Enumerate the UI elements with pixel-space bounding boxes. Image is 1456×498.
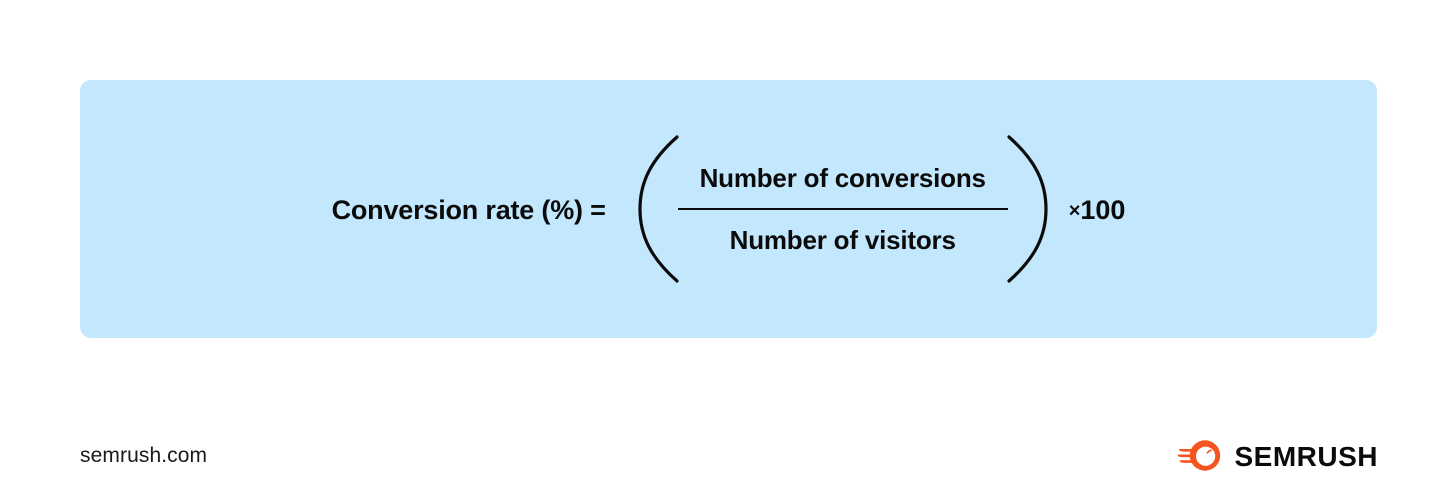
formula-left-hand-side: Conversion rate (%) =: [331, 194, 606, 225]
close-paren-icon: [1007, 135, 1048, 283]
fraction-denominator: Number of visitors: [729, 225, 956, 255]
semrush-wordmark: SEMRUSH: [1234, 440, 1378, 472]
formula-panel: Conversion rate (%) = Number of conversi…: [80, 80, 1377, 338]
fraction-bar: [677, 208, 1008, 210]
open-paren-icon: [638, 135, 679, 283]
formula-multiplier: ×100: [1068, 194, 1126, 225]
multiplication-sign: ×: [1068, 199, 1081, 222]
formula-expression: Conversion rate (%) = Number of conversi…: [80, 80, 1377, 338]
multiplier-value: 100: [1080, 194, 1126, 225]
parenthesised-fraction: Number of conversions Number of visitors: [634, 134, 1052, 284]
semrush-logo: SEMRUSH: [1178, 440, 1378, 471]
semrush-comet-icon: [1178, 440, 1221, 471]
fraction: Number of conversions Number of visitors: [677, 163, 1008, 255]
source-domain-label: semrush.com: [80, 444, 208, 467]
fraction-numerator: Number of conversions: [699, 163, 986, 193]
